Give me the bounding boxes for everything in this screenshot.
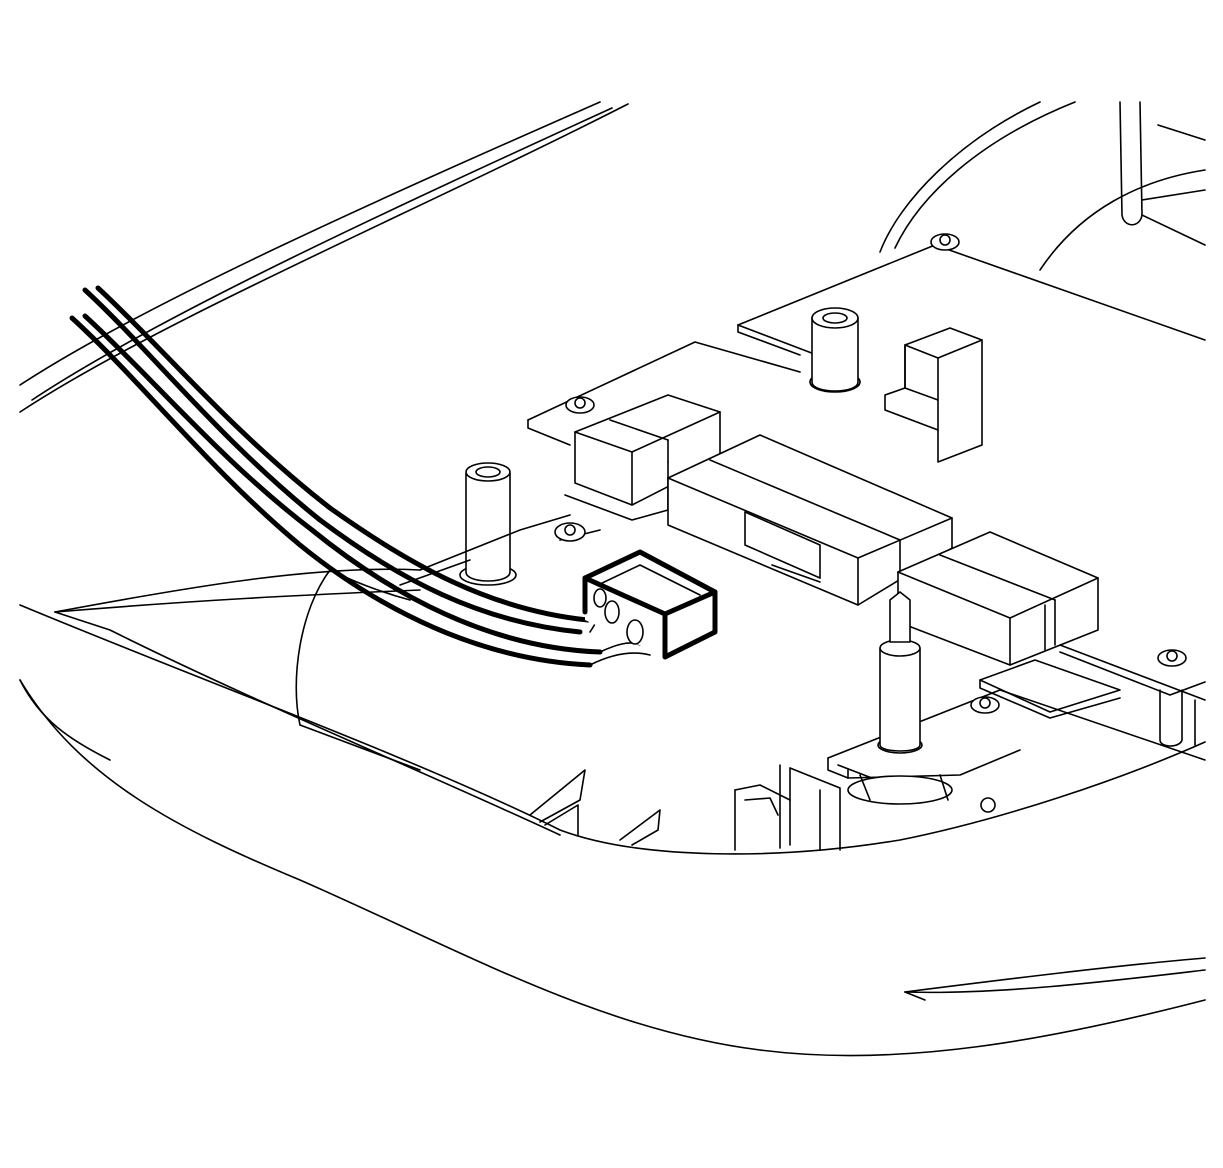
screw-bracket (970, 696, 1000, 714)
connector-pin-2 (604, 600, 620, 624)
l-block (884, 327, 983, 463)
lower-clips (529, 764, 841, 851)
boss-left (459, 462, 517, 586)
circuit-plate (399, 341, 801, 586)
screw-plate-mid (554, 522, 586, 542)
screw-right (1157, 649, 1187, 667)
housing-shell (19, 101, 1206, 1057)
connector-pin-1 (626, 619, 644, 645)
wire-harness (69, 285, 651, 668)
connector-pin-3 (593, 588, 607, 608)
lower-board (979, 644, 1206, 747)
highlighted-connector (582, 549, 718, 660)
bottom-bracket (827, 591, 1206, 813)
relay-center (667, 434, 953, 606)
screw-plate-left (565, 396, 595, 414)
boss-rear (809, 307, 861, 393)
screw-upper (930, 233, 960, 251)
harness-sleeve (295, 569, 421, 771)
